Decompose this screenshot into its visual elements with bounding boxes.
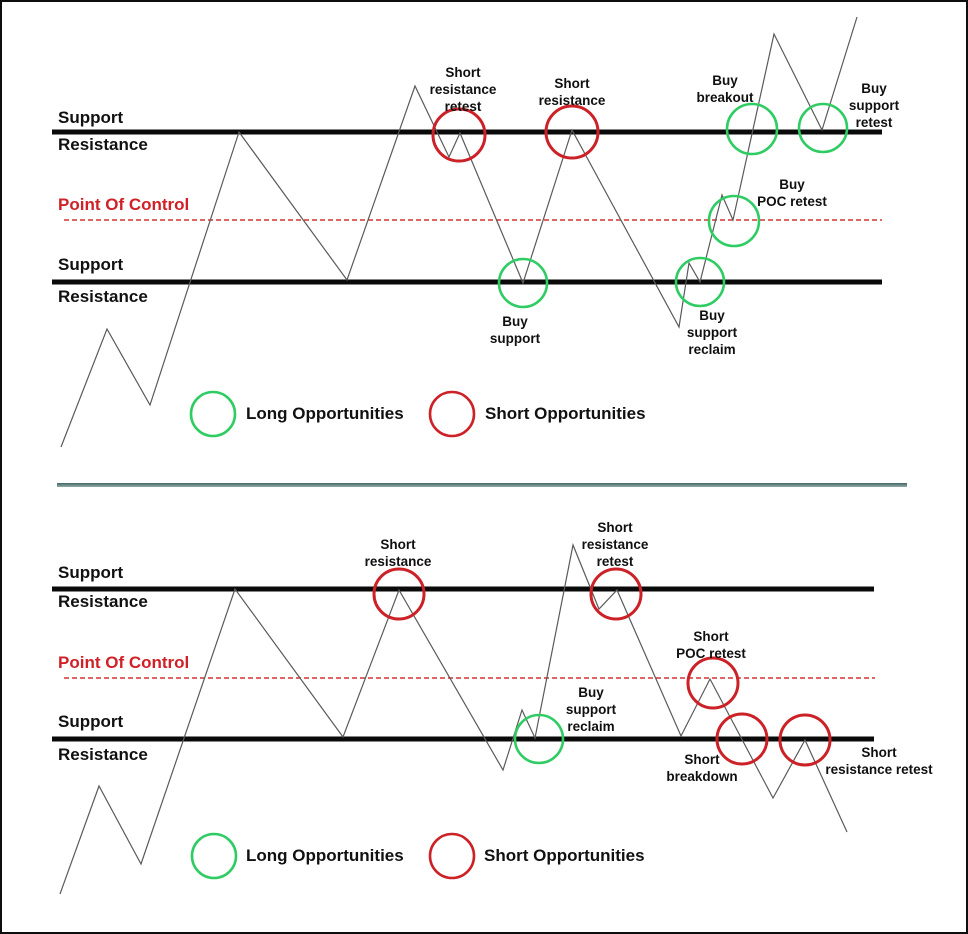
- annotation-text-line: Buy: [861, 81, 887, 96]
- bottom-panel-price-path: [59, 542, 848, 895]
- top-panel-support-label-1: Support: [58, 108, 124, 127]
- annotation-text-line: resistance: [364, 554, 432, 569]
- annotation-text-line: Short: [380, 537, 416, 552]
- top-panel-annotation-buy-support-reclaim: Buy support reclaim: [687, 307, 737, 358]
- top-panel-circle-buy-support-reclaim: [674, 256, 726, 308]
- top-panel-circle-buy-support: [497, 257, 549, 309]
- annotation-text-line: breakdown: [666, 769, 738, 784]
- bottom-panel-legend-circle-short: [428, 832, 476, 880]
- bottom-panel-annotation-buy-support-reclaim: Buy support reclaim: [566, 684, 616, 735]
- top-panel-legend-circle-long: [189, 390, 237, 438]
- annotation-text-line: resistance: [538, 93, 606, 108]
- annotation-text-line: support: [565, 702, 617, 717]
- top-panel-resistance-label-2: Resistance: [58, 287, 148, 306]
- top-panel-resistance-label-1: Resistance: [58, 135, 148, 154]
- annotation-text-line: Short: [861, 745, 897, 760]
- top-panel-annotation-buy-support: Buy support: [490, 313, 540, 347]
- top-panel-annotation-short-resistance-retest: Short resistance retest: [430, 64, 497, 115]
- annotation-text-line: Buy: [779, 177, 805, 192]
- bottom-panel-circle-short-resistance-retest: [589, 567, 643, 621]
- bottom-panel-annotation-short-breakdown: Short breakdown: [666, 751, 737, 785]
- annotation-text-line: Buy: [712, 73, 738, 88]
- top-panel-annotation-buy-support-retest: Buy support retest: [849, 80, 899, 131]
- bottom-panel-resistance-label-2: Resistance: [58, 745, 148, 764]
- annotation-text-line: support: [848, 98, 900, 113]
- annotation-text-line: resistance retest: [825, 762, 933, 777]
- annotation-text-line: breakout: [696, 90, 754, 105]
- bottom-panel-circle-short-poc-retest: [686, 656, 740, 710]
- annotation-text-line: support: [489, 331, 541, 346]
- annotation-text-line: Buy: [699, 308, 725, 323]
- annotation-text-line: Short: [693, 629, 729, 644]
- top-panel-annotation-short-resistance: Short resistance: [539, 75, 606, 109]
- annotation-text-line: Buy: [578, 685, 604, 700]
- annotation-text-line: retest: [855, 115, 893, 130]
- bottom-panel-poc-label: Point Of Control: [58, 653, 190, 672]
- top-panel-circle-buy-support-retest: [797, 102, 849, 154]
- annotation-text-line: Short: [684, 752, 720, 767]
- top-panel-circle-buy-breakout: [725, 102, 779, 156]
- annotation-text-line: POC retest: [676, 646, 746, 661]
- top-panel-legend-circle-short: [428, 390, 476, 438]
- annotation-text-line: Buy: [502, 314, 528, 329]
- annotation-text-line: retest: [444, 99, 482, 114]
- panel-divider: [57, 483, 907, 487]
- bottom-panel-circle-short-resistance: [372, 567, 426, 621]
- bottom-panel-support-label-1: Support: [58, 563, 124, 582]
- top-panel-circle-buy-poc-retest: [707, 194, 761, 248]
- bottom-panel-annotation-short-resistance-retest: Short resistance retest: [582, 519, 649, 570]
- bottom-panel-legend-circle-long: [190, 832, 238, 880]
- bottom-panel-circle-short-resistance-retest-2: [778, 713, 832, 767]
- top-panel-annotation-buy-breakout: Buy breakout: [696, 72, 753, 106]
- annotation-text-line: resistance: [581, 537, 649, 552]
- bottom-panel-annotation-short-resistance-retest-2: Short resistance retest: [825, 744, 932, 778]
- bottom-panel-circle-short-breakdown: [715, 712, 769, 766]
- top-panel-support-label-2: Support: [58, 255, 124, 274]
- top-panel-circle-short-resistance: [544, 104, 600, 160]
- top-panel-circle-short-resistance-retest: [431, 107, 487, 163]
- top-panel-legend-label-short: Short Opportunities: [485, 404, 646, 423]
- bottom-panel-support-label-2: Support: [58, 712, 124, 731]
- annotation-text-line: reclaim: [688, 342, 736, 357]
- annotation-text-line: Short: [597, 520, 633, 535]
- top-panel-poc-label: Point Of Control: [58, 195, 190, 214]
- bottom-panel-resistance-label-1: Resistance: [58, 592, 148, 611]
- annotation-text-line: reclaim: [567, 719, 615, 734]
- annotation-text-line: POC retest: [757, 194, 827, 209]
- annotation-text-line: retest: [596, 554, 634, 569]
- annotation-text-line: support: [686, 325, 738, 340]
- annotation-text-line: resistance: [429, 82, 497, 97]
- bottom-panel-circle-buy-support-reclaim: [513, 713, 565, 765]
- top-panel-price-path: [60, 16, 858, 448]
- bottom-panel-legend-label-short: Short Opportunities: [484, 846, 645, 865]
- top-panel-legend-label-long: Long Opportunities: [246, 404, 404, 423]
- bottom-panel-legend-label-long: Long Opportunities: [246, 846, 404, 865]
- bottom-panel-annotation-short-resistance: Short resistance: [365, 536, 432, 570]
- annotation-text-line: Short: [554, 76, 590, 91]
- annotation-text-line: Short: [445, 65, 481, 80]
